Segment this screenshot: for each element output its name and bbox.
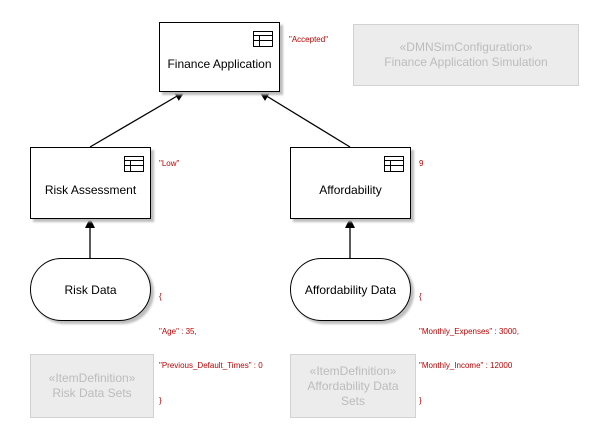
- decision-affordability[interactable]: Affordability: [290, 147, 411, 219]
- decision-result-finance-application: "Accepted": [289, 35, 329, 44]
- decision-result-risk-assessment: "Low": [159, 159, 180, 168]
- connector-risk-to-finance[interactable]: [89, 91, 185, 148]
- value-line: {: [159, 292, 162, 301]
- item-definition-name-line1: Affordability Data: [307, 378, 399, 393]
- input-label: Risk Data: [64, 282, 117, 297]
- connector-affordability-to-finance[interactable]: [259, 91, 351, 148]
- value-line: }: [159, 395, 162, 405]
- decision-label: Affordability: [319, 183, 382, 197]
- decision-result-affordability: 9: [419, 159, 424, 168]
- value-line: "Age" : 35,: [159, 326, 197, 336]
- decision-label: Finance Application: [167, 57, 272, 71]
- item-definition-name-line2: Sets: [340, 393, 365, 408]
- input-data-risk-data[interactable]: Risk Data: [30, 258, 151, 321]
- item-definition-name: Risk Data Sets: [52, 386, 132, 400]
- item-definition-stereotype: «ItemDefinition»: [309, 363, 397, 378]
- item-definition-risk-data-sets[interactable]: «ItemDefinition» Risk Data Sets: [30, 354, 154, 418]
- config-name: Finance Application Simulation: [384, 55, 548, 69]
- decision-table-icon: [384, 156, 404, 172]
- input-data-affordability-data[interactable]: Affordability Data: [290, 258, 411, 321]
- item-definition-stereotype: «ItemDefinition»: [48, 371, 136, 385]
- decision-label: Risk Assessment: [44, 183, 137, 197]
- config-stereotype: «DMNSimConfiguration»: [399, 40, 533, 54]
- item-definition-affordability-data-sets[interactable]: «ItemDefinition» Affordability Data Sets: [290, 354, 416, 418]
- input-value-affordability-data: { "Monthly_Expenses" : 3000, "Monthly_In…: [419, 268, 519, 429]
- value-line: {: [419, 292, 422, 301]
- input-label: Affordability Data: [304, 282, 397, 297]
- decision-table-icon: [124, 156, 144, 172]
- decision-table-icon: [253, 31, 273, 47]
- value-line: "Previous_Default_Times" : 0: [159, 361, 263, 370]
- decision-finance-application[interactable]: Finance Application: [159, 22, 280, 92]
- value-line: "Monthly_Expenses" : 3000,: [419, 326, 519, 336]
- value-line: }: [419, 395, 422, 405]
- dmn-sim-configuration[interactable]: «DMNSimConfiguration» Finance Applicatio…: [353, 24, 579, 86]
- value-line: "Monthly_Income" : 12000: [419, 361, 513, 370]
- decision-risk-assessment[interactable]: Risk Assessment: [30, 147, 151, 219]
- input-value-risk-data: { "Age" : 35, "Previous_Default_Times" :…: [159, 268, 263, 429]
